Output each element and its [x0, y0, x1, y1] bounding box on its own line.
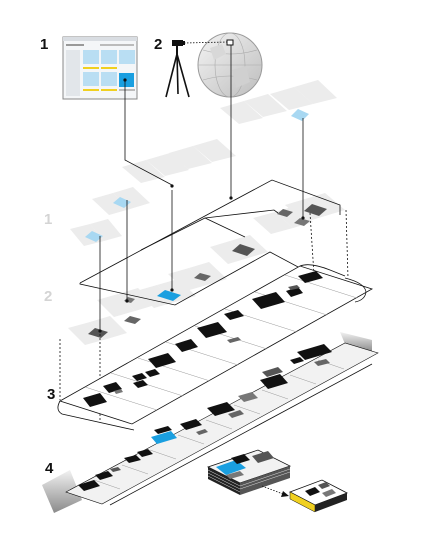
step-label-4: 4	[45, 460, 54, 477]
layer-label-2: 2	[44, 288, 52, 305]
connector-webpage-to-pages	[124, 80, 173, 186]
output-arrow	[261, 485, 284, 495]
dashed-guides	[59, 209, 349, 420]
step4-conveyor-belt	[42, 330, 379, 513]
yellow-cover-book-icon	[289, 479, 348, 513]
layer1-blue-marker	[291, 109, 309, 121]
layer1-blue-marker	[113, 197, 131, 208]
camera-on-tripod-icon	[165, 40, 190, 98]
small-node-dots	[98, 78, 305, 333]
layer-2-pages	[68, 193, 345, 345]
camera-sightline	[183, 41, 228, 44]
belt-blue-page	[151, 431, 177, 444]
layer2-blue-marker	[157, 290, 181, 301]
layer-1-pages	[70, 80, 337, 246]
step3-page-strip	[57, 264, 373, 431]
step-label-2: 2	[154, 36, 162, 53]
step-label-1: 1	[40, 36, 48, 53]
output-arrowhead	[281, 491, 289, 497]
layer-label-1: 1	[44, 211, 52, 228]
layer1-blue-marker	[85, 231, 103, 242]
webpage-thumbnail-icon	[62, 36, 138, 100]
world-globe-icon	[197, 32, 263, 98]
step-label-3: 3	[47, 386, 55, 403]
printed-book-stack-icon	[206, 449, 292, 495]
